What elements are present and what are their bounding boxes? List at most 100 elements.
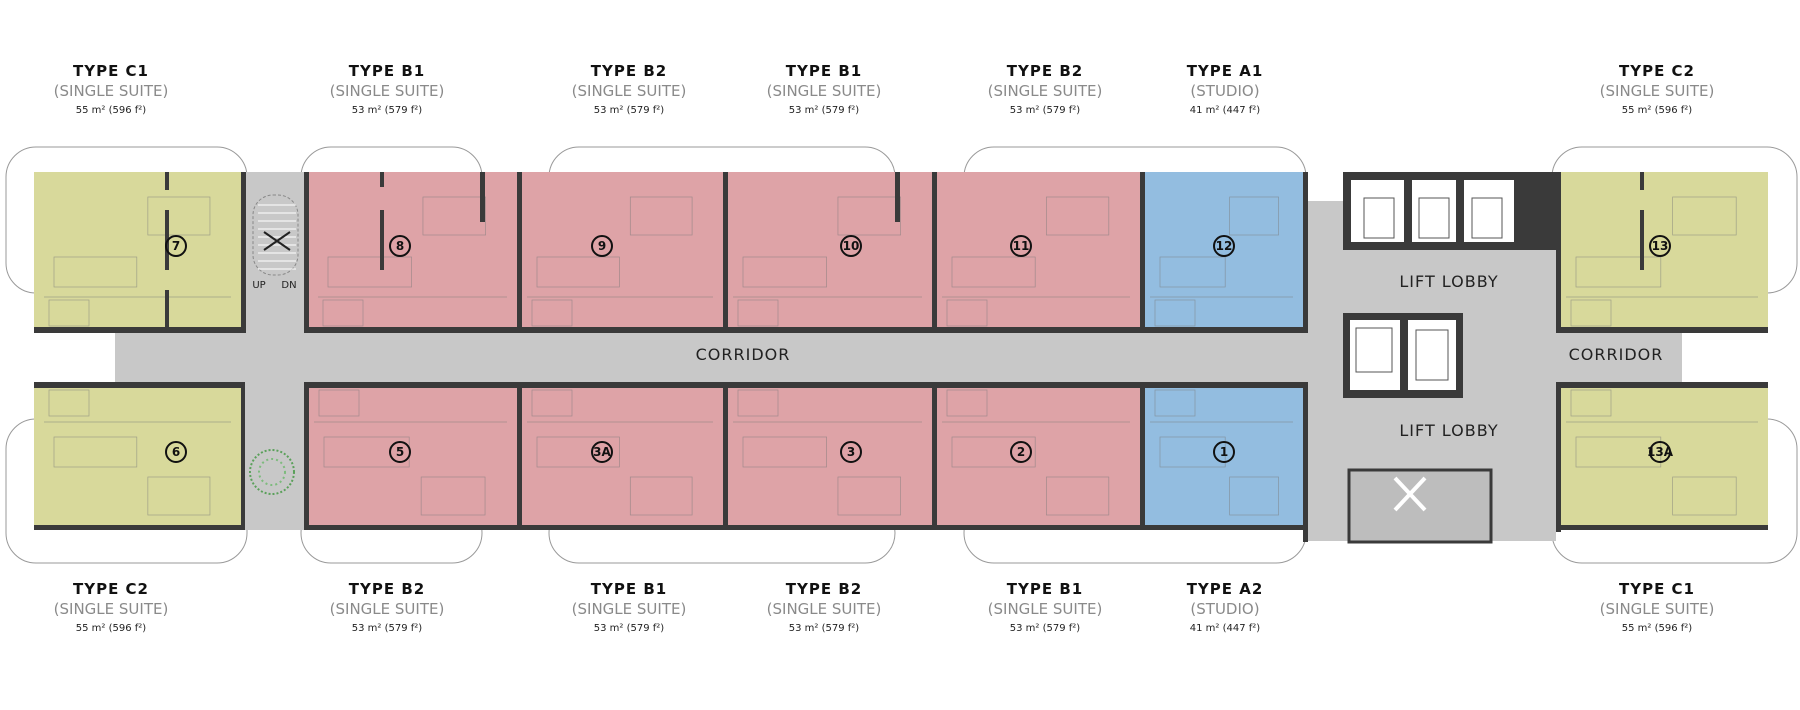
unit-type-subtitle: (SINGLE SUITE) <box>1600 600 1715 618</box>
unit-3 <box>723 382 932 530</box>
unit-number: 1 <box>1220 445 1228 459</box>
unit-area: 53 m² (579 f²) <box>789 623 860 634</box>
unit-5 <box>304 382 517 530</box>
wall <box>1556 172 1561 333</box>
unit-type-subtitle: (SINGLE SUITE) <box>1600 82 1715 100</box>
unit-type-subtitle: (SINGLE SUITE) <box>572 82 687 100</box>
unit-number: 11 <box>1013 239 1030 253</box>
unit-type-label: TYPE B2(SINGLE SUITE)53 m² (579 f²) <box>767 580 882 634</box>
unit-area: 53 m² (579 f²) <box>1010 105 1081 116</box>
unit-type-label: TYPE A2(STUDIO)41 m² (447 f²) <box>1187 580 1264 634</box>
unit-number: 7 <box>172 239 180 253</box>
unit-number: 2 <box>1017 445 1025 459</box>
wall <box>34 382 241 388</box>
wall <box>1640 172 1644 190</box>
wall <box>1140 172 1145 333</box>
unit-12 <box>1140 172 1303 333</box>
unit-number: 13 <box>1652 239 1669 253</box>
unit-type-title: TYPE B2 <box>591 62 667 80</box>
unit-type-label: TYPE C1(SINGLE SUITE)55 m² (596 f²) <box>1600 580 1715 634</box>
unit-type-subtitle: (SINGLE SUITE) <box>988 82 1103 100</box>
wall <box>165 290 169 330</box>
unit-number: 12 <box>1216 239 1233 253</box>
unit-type-label: TYPE C2 (SINGLE SUITE) 55 m² (596 f²) <box>1600 62 1715 116</box>
unit-type-title: TYPE A2 <box>1187 580 1264 598</box>
unit-type-subtitle: (SINGLE SUITE) <box>767 82 882 100</box>
unit-number-badge[interactable]: 5 <box>389 441 411 463</box>
unit-number: 5 <box>396 445 404 459</box>
wall <box>932 382 937 530</box>
furniture <box>44 196 1758 516</box>
unit-type-label: TYPE B2(SINGLE SUITE)53 m² (579 f²) <box>330 580 445 634</box>
unit-type-subtitle: (SINGLE SUITE) <box>54 82 169 100</box>
unit-type-label: TYPE B1(SINGLE SUITE)53 m² (579 f²) <box>572 580 687 634</box>
unit-number-badge[interactable]: 11 <box>1010 235 1032 257</box>
wall <box>304 525 1303 530</box>
unit-area: 53 m² (579 f²) <box>594 623 665 634</box>
unit-number-badge[interactable]: 13A <box>1647 441 1674 463</box>
unit-number: 8 <box>396 239 404 253</box>
wall <box>241 172 246 333</box>
wall <box>1140 382 1145 530</box>
unit-number: 9 <box>598 239 606 253</box>
wall <box>1556 382 1561 532</box>
walls <box>34 172 1768 542</box>
unit-number: 6 <box>172 445 180 459</box>
unit-type-title: TYPE B2 <box>1007 62 1083 80</box>
wall <box>1140 327 1303 333</box>
unit-type-label: TYPE B1(SINGLE SUITE)53 m² (579 f²) <box>330 62 445 116</box>
unit-number-badge[interactable]: 3 <box>840 441 862 463</box>
wall <box>1556 327 1768 333</box>
lift-shafts <box>1343 172 1556 544</box>
wall <box>723 382 728 530</box>
unit-type-subtitle: (SINGLE SUITE) <box>330 82 445 100</box>
unit-2 <box>932 382 1140 530</box>
unit-type-title: TYPE B2 <box>786 580 862 598</box>
wall <box>304 327 1140 333</box>
wall <box>517 172 522 333</box>
unit-type-title: TYPE B1 <box>349 62 425 80</box>
wall <box>1556 525 1768 530</box>
unit-number-badge[interactable]: 3A <box>591 441 613 463</box>
unit-type-label: TYPE B1(SINGLE SUITE)53 m² (579 f²) <box>767 62 882 116</box>
unit-number-badge[interactable]: 1 <box>1213 441 1235 463</box>
unit-type-label: TYPE B2 (SINGLE SUITE) 53 m² (579 f²) <box>988 62 1103 116</box>
unit-type-label: TYPE C1(SINGLE SUITE)55 m² (596 f²) <box>54 62 169 116</box>
unit-number-badge[interactable]: 6 <box>165 441 187 463</box>
unit-type-subtitle: (SINGLE SUITE) <box>330 600 445 618</box>
unit-area: 53 m² (579 f²) <box>352 623 423 634</box>
unit-number-badge[interactable]: 12 <box>1213 235 1235 257</box>
unit-type-title: TYPE C2 <box>1619 62 1695 80</box>
corridor-label: CORRIDOR <box>696 345 791 364</box>
wall <box>380 210 384 270</box>
unit-type-title: TYPE A1 <box>1187 62 1264 80</box>
wall <box>932 172 937 333</box>
unit-type-subtitle: (SINGLE SUITE) <box>988 600 1103 618</box>
wall <box>34 327 241 333</box>
lift-lobby-upper-label: LIFT LOBBY <box>1399 272 1498 291</box>
unit-number-badge[interactable]: 10 <box>840 235 862 257</box>
unit-type-label: TYPE B1(SINGLE SUITE)53 m² (579 f²) <box>988 580 1103 634</box>
unit-13 <box>1556 172 1768 333</box>
unit-9 <box>517 172 723 333</box>
unit-type-title: TYPE C1 <box>73 62 149 80</box>
unit-1 <box>1140 382 1303 530</box>
unit-area: 55 m² (596 f²) <box>1622 105 1693 116</box>
unit-number-badge[interactable]: 8 <box>389 235 411 257</box>
unit-number-badge[interactable]: 7 <box>165 235 187 257</box>
unit-number-badge[interactable]: 13 <box>1649 235 1671 257</box>
unit-number-badge[interactable]: 2 <box>1010 441 1032 463</box>
wall <box>380 172 384 187</box>
wall <box>480 172 485 222</box>
unit-type-label: TYPE B2(SINGLE SUITE)53 m² (579 f²) <box>572 62 687 116</box>
unit-type-title: TYPE C1 <box>1619 580 1695 598</box>
unit-7 <box>34 172 241 333</box>
wall <box>1140 382 1303 388</box>
unit-type-subtitle: (STUDIO) <box>1190 600 1259 618</box>
wall <box>1556 382 1768 388</box>
unit-number-badge[interactable]: 9 <box>591 235 613 257</box>
unit-number: 13A <box>1647 445 1674 459</box>
wall <box>517 382 522 530</box>
wall <box>34 525 241 530</box>
